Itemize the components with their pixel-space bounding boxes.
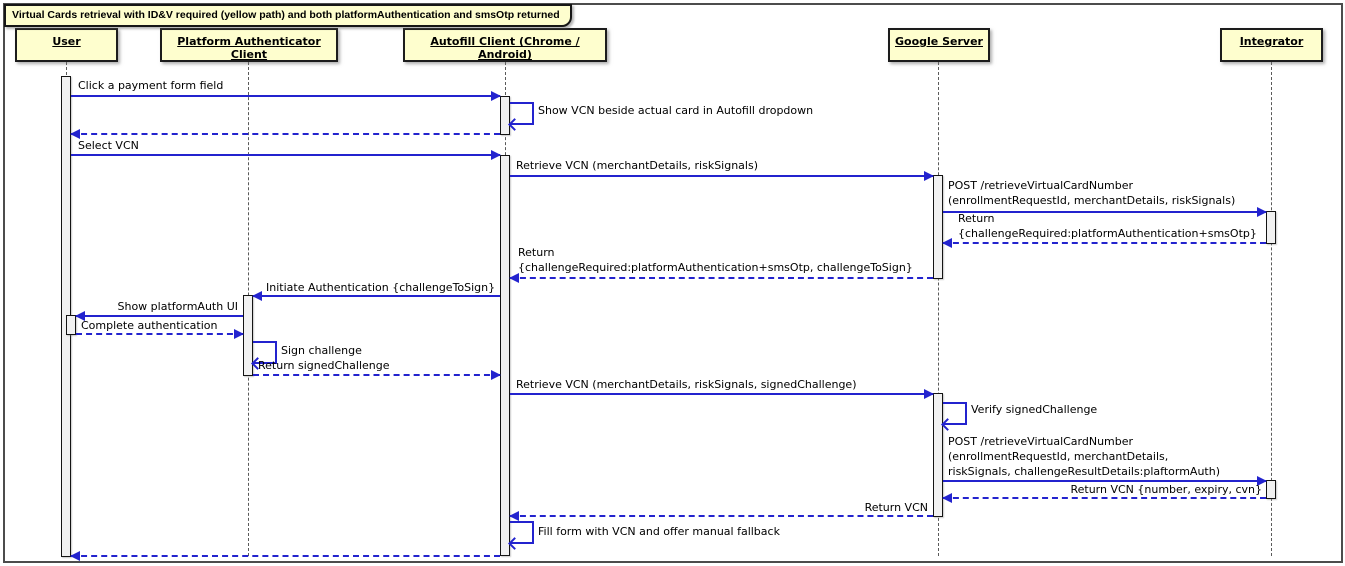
arrow-return-challenge-to-sign bbox=[509, 273, 933, 283]
message-show-vcn-dropdown: Show VCN beside actual card in Autofill … bbox=[538, 104, 814, 117]
activation-autofill-1 bbox=[500, 96, 510, 135]
arrow-select-vcn bbox=[71, 150, 501, 160]
arrow-return-to-user-1 bbox=[70, 129, 500, 139]
arrow-click-payment-field bbox=[71, 91, 501, 101]
arrow-post-retrieve-2 bbox=[943, 476, 1267, 486]
activation-autofill-2 bbox=[500, 155, 510, 556]
arrow-initiate-authentication bbox=[252, 291, 500, 301]
message-verify-signed-challenge: Verify signedChallenge bbox=[971, 403, 1098, 416]
arrow-retrieve-vcn-1 bbox=[510, 171, 934, 181]
activation-integrator-1 bbox=[1266, 211, 1276, 244]
participant-platform-authenticator: Platform Authenticator Client bbox=[160, 28, 338, 62]
arrow-return-to-user-final bbox=[70, 551, 500, 561]
message-show-platform-auth-ui: Show platformAuth UI bbox=[117, 300, 239, 313]
arrow-show-platform-auth-ui bbox=[75, 311, 243, 321]
activation-user-nested bbox=[66, 315, 76, 335]
message-return-signed-challenge: Return signedChallenge bbox=[258, 359, 390, 372]
participant-google: Google Server bbox=[888, 28, 990, 62]
message-fill-form: Fill form with VCN and offer manual fall… bbox=[538, 525, 780, 538]
activation-google-2 bbox=[933, 393, 943, 517]
diagram-frame bbox=[3, 3, 1343, 563]
message-retrieve-vcn-2: Retrieve VCN (merchantDetails, riskSigna… bbox=[516, 378, 857, 391]
arrow-retrieve-vcn-2 bbox=[510, 389, 934, 399]
message-post-retrieve-1: POST /retrieveVirtualCardNumber (enrollm… bbox=[948, 179, 1236, 207]
lifeline-integrator bbox=[1271, 62, 1272, 556]
self-arrow-show-vcn-dropdown bbox=[510, 102, 534, 125]
activation-google-1 bbox=[933, 175, 943, 279]
participant-integrator: Integrator bbox=[1220, 28, 1323, 62]
self-arrow-fill-form bbox=[510, 521, 534, 544]
message-return-vcn-details: Return VCN {number, expiry, cvn} bbox=[1070, 483, 1262, 496]
lifeline-google bbox=[938, 62, 939, 556]
message-sign-challenge: Sign challenge bbox=[281, 344, 362, 357]
arrow-return-signed-challenge bbox=[253, 370, 501, 380]
message-retrieve-vcn-1: Retrieve VCN (merchantDetails, riskSigna… bbox=[516, 159, 758, 172]
participant-user: User bbox=[15, 28, 118, 62]
diagram-title: Virtual Cards retrieval with ID&V requir… bbox=[4, 4, 572, 27]
message-return-challenge-to-sign: Return {challengeRequired:platformAuthen… bbox=[518, 246, 913, 274]
activation-integrator-2 bbox=[1266, 480, 1276, 499]
arrow-post-retrieve-1 bbox=[943, 207, 1267, 217]
message-click-payment-field: Click a payment form field bbox=[78, 79, 224, 92]
arrow-return-challenge-required bbox=[942, 238, 1266, 248]
message-post-retrieve-2: POST /retrieveVirtualCardNumber (enrollm… bbox=[948, 435, 1221, 478]
arrow-return-vcn bbox=[509, 511, 933, 521]
arrow-return-vcn-details bbox=[942, 493, 1266, 503]
message-initiate-authentication: Initiate Authentication {challengeToSign… bbox=[266, 281, 496, 294]
message-select-vcn: Select VCN bbox=[78, 139, 139, 152]
arrow-complete-authentication bbox=[76, 329, 244, 339]
self-arrow-verify-signed-challenge bbox=[943, 402, 967, 425]
message-return-vcn: Return VCN bbox=[864, 501, 928, 514]
message-complete-authentication: Complete authentication bbox=[81, 319, 218, 332]
participant-autofill: Autofill Client (Chrome / Android) bbox=[403, 28, 607, 62]
message-return-challenge-required: Return {challengeRequired:platformAuthen… bbox=[958, 212, 1257, 240]
self-arrow-sign-challenge bbox=[253, 341, 277, 364]
